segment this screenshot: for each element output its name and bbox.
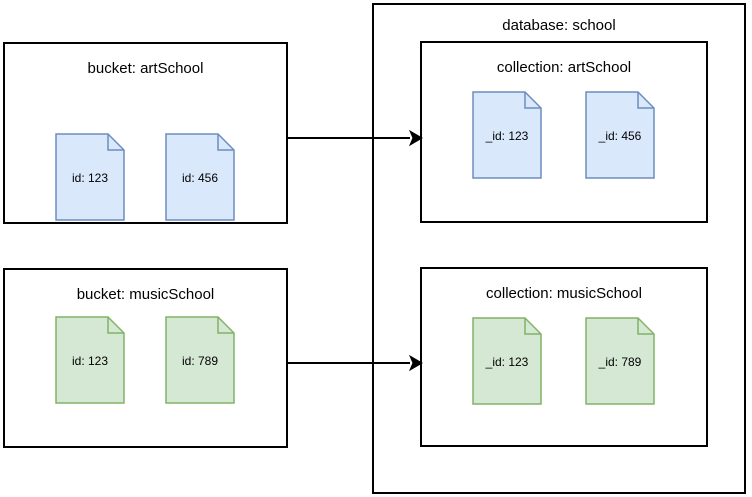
document-icon	[165, 133, 235, 221]
bucket-artschool-document-1: id: 123	[55, 133, 125, 221]
document-icon	[585, 317, 655, 405]
collection-artschool-title: collection: artSchool	[496, 59, 632, 76]
database-title: database: school	[502, 17, 616, 34]
document-icon	[55, 133, 125, 221]
bucket-artschool-container: bucket: artSchool id: 123 id: 456	[3, 42, 288, 224]
document-label: id: 123	[71, 354, 109, 368]
document-label: id: 789	[181, 354, 219, 368]
document-icon	[472, 91, 542, 179]
document-icon	[55, 316, 125, 404]
document-icon	[585, 91, 655, 179]
document-label: _id: 123	[485, 129, 529, 143]
arrow-icon	[286, 129, 423, 147]
bucket-musicschool-document-1: id: 123	[55, 316, 125, 404]
collection-musicschool-container: collection: musicSchool _id: 123 _id: 78…	[420, 267, 708, 447]
document-label: id: 123	[71, 171, 109, 185]
document-label: id: 456	[181, 171, 219, 185]
artschool-migration-arrow	[286, 126, 424, 150]
bucket-musicschool-container: bucket: musicSchool id: 123 id: 789	[3, 268, 288, 448]
bucket-musicschool-document-2: id: 789	[165, 316, 235, 404]
document-icon	[165, 316, 235, 404]
collection-artschool-document-2: _id: 456	[585, 91, 655, 179]
collection-artschool-document-1: _id: 123	[472, 91, 542, 179]
document-icon	[472, 317, 542, 405]
collection-musicschool-title: collection: musicSchool	[486, 285, 642, 302]
collection-musicschool-document-2: _id: 789	[585, 317, 655, 405]
document-label: _id: 123	[485, 355, 529, 369]
document-label: _id: 456	[598, 129, 642, 143]
musicschool-migration-arrow	[286, 351, 424, 375]
arrow-icon	[286, 354, 423, 372]
collection-artschool-container: collection: artSchool _id: 123 _id: 456	[420, 41, 708, 223]
bucket-artschool-title: bucket: artSchool	[87, 60, 204, 77]
bucket-musicschool-title: bucket: musicSchool	[76, 286, 215, 303]
bucket-artschool-document-2: id: 456	[165, 133, 235, 221]
document-label: _id: 789	[598, 355, 642, 369]
collection-musicschool-document-1: _id: 123	[472, 317, 542, 405]
